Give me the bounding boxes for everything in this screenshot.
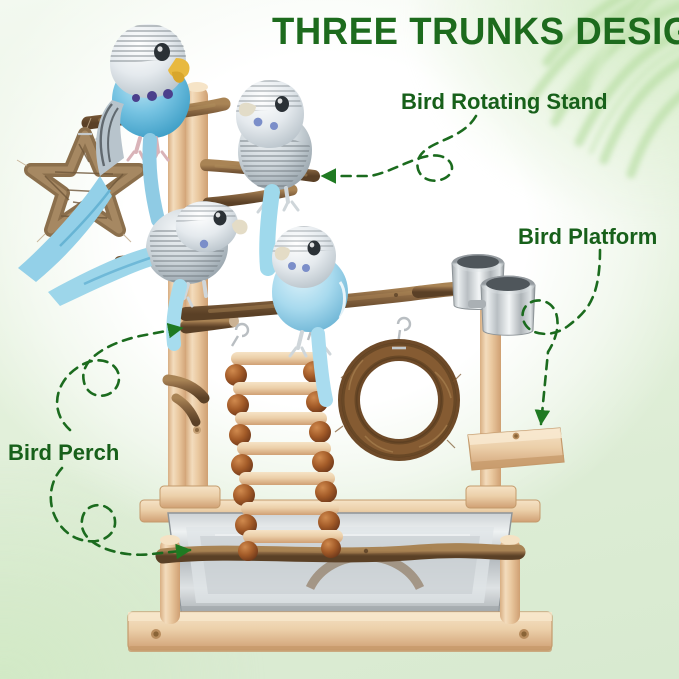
- bird-budgerigar-blue: [18, 24, 190, 282]
- stainless-steel-tray: [167, 512, 513, 618]
- base-frame: [127, 499, 553, 652]
- page-title: THREE TRUNKS DESIGN: [272, 11, 679, 53]
- wooden-ladder: [225, 314, 343, 561]
- bird-budgerigar-light-blue: [272, 226, 348, 407]
- callout-label-bird-platform: Bird Platform: [518, 224, 658, 249]
- bird-platform: [467, 427, 565, 471]
- bird-budgerigar-grey-blue: [48, 201, 248, 351]
- palm-leaf-decoration: [528, 0, 679, 179]
- rattan-ring-swing: [334, 316, 462, 461]
- bottom-branch-perch: [155, 535, 526, 624]
- callout-label-bird-perch: Bird Perch: [8, 440, 120, 465]
- bird-budgerigar-white: [236, 80, 312, 276]
- callout-label-bird-rotating-stand: Bird Rotating Stand: [401, 89, 608, 114]
- stainless-steel-feeding-cups: [451, 254, 536, 336]
